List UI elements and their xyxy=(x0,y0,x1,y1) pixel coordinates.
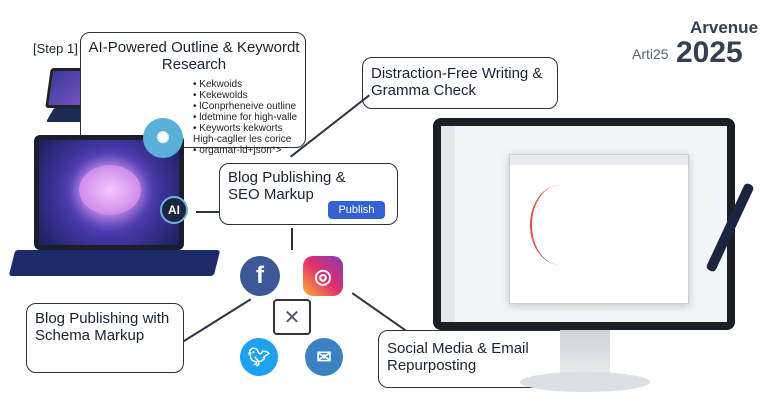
step3-title: Blog Publishing & SEO Markup xyxy=(228,169,346,203)
bullet: Kekwoids xyxy=(193,79,305,90)
step1-tag: [Step 1] xyxy=(33,41,78,56)
twitter-icon: 🐦︎ xyxy=(240,338,278,376)
step1-title: AI-Powered Outline & Keywordt Research xyxy=(88,39,300,73)
editor-screen xyxy=(441,126,727,322)
brand-small: Arti25 xyxy=(632,46,669,62)
monitor xyxy=(433,118,735,330)
arrow-down xyxy=(291,228,293,250)
brand-name: Arvenue xyxy=(690,18,759,37)
bullet: ldetmine for high-valle xyxy=(193,112,305,123)
step1-callout: AI-Powered Outline & Keywordt Research K… xyxy=(80,32,306,156)
monitor-stand xyxy=(560,330,610,375)
laptop-keyboard xyxy=(8,250,221,276)
ai-badge: AI xyxy=(160,196,188,224)
bullet: Keyworts kekworts High-cagller les coric… xyxy=(193,123,305,145)
brain-icon xyxy=(79,165,141,215)
arrow-to-laptop xyxy=(196,211,220,213)
grammar-highlight xyxy=(530,185,590,265)
x-hub-icon: ✕ xyxy=(273,299,311,335)
editor-sidebar xyxy=(441,126,455,322)
arrow-step4 xyxy=(180,298,252,344)
monitor-base xyxy=(520,372,650,392)
step5-title: Social Media & Email Repurposting xyxy=(387,340,529,374)
bullet: lConprheneive outline xyxy=(193,101,305,112)
bullet: orgamar-ld+json*> xyxy=(193,145,305,156)
publish-button[interactable]: Publish xyxy=(328,201,385,219)
step3-callout: Blog Publishing & SEO Markup Publish xyxy=(219,163,398,225)
step2-callout: Distraction-Free Writing & Gramma Check xyxy=(362,57,558,109)
step4-title: Blog Publishing with Schema Markup xyxy=(35,310,170,344)
email-icon: ✉ xyxy=(305,338,343,376)
step1-bullets: Kekwoids Kekewolds lConprheneive outline… xyxy=(193,79,305,156)
step2-title: Distraction-Free Writing & Gramma Check xyxy=(371,65,543,99)
instagram-icon: ◎ xyxy=(303,256,343,296)
facebook-icon: f xyxy=(240,256,280,296)
bullet: Kekewolds xyxy=(193,90,305,101)
ai-network-icon: ✺ xyxy=(143,118,183,158)
editor-window xyxy=(509,154,689,304)
brand-year: 2025 xyxy=(676,36,743,69)
step4-callout: Blog Publishing with Schema Markup xyxy=(26,303,184,373)
